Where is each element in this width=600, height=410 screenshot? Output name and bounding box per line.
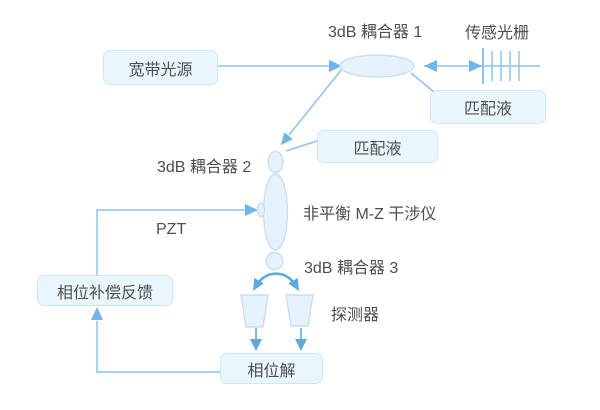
interferometer-label: 非平衡 M-Z 干涉仪	[303, 206, 437, 223]
coupler-3-label: 3dB 耦合器 3	[304, 260, 399, 277]
fiber-diagonal-line	[288, 68, 343, 136]
pzt-ring-icon	[256, 202, 266, 218]
matching-liquid-box-top: 匹配液	[430, 90, 546, 124]
pzt-label: PZT	[156, 221, 187, 238]
sensing-grating-label: 传感光栅	[465, 25, 530, 42]
interferometer-ellipse	[262, 173, 289, 251]
fiber-diagonal-line	[410, 72, 435, 93]
detector-right-icon	[285, 294, 314, 327]
feedback-return-line	[96, 321, 220, 373]
arrow-up-icon	[91, 307, 103, 320]
coupler-3-circle	[265, 251, 284, 271]
phase-compensation-feedback-box: 相位补偿反馈	[37, 275, 173, 306]
fiber-short-line	[285, 140, 318, 152]
arrow-right-icon	[469, 60, 482, 72]
matching-liquid-box-mid: 匹配液	[317, 130, 438, 163]
feedback-drive-line	[96, 209, 246, 275]
detector-left-icon	[240, 294, 269, 328]
coupler-2-label: 3dB 耦合器 2	[157, 159, 252, 176]
phase-demodulation-box: 相位解	[220, 353, 323, 384]
coupler-2-ellipse	[267, 150, 284, 174]
arrow-downleft-icon	[253, 277, 264, 291]
coupler-1-label: 3dB 耦合器 1	[328, 24, 423, 41]
arrow-right-icon	[245, 204, 258, 216]
arrow-down-icon	[295, 339, 307, 351]
detector-label: 探测器	[331, 307, 380, 324]
arrow-right-icon	[329, 60, 342, 72]
broadband-source-box: 宽带光源	[103, 50, 218, 85]
fiber-grating-icon	[482, 48, 520, 84]
coupler-1-ellipse	[339, 54, 415, 78]
arrow-downright-icon	[288, 277, 299, 291]
arrow-left-icon	[424, 60, 437, 72]
arrow-down-icon	[250, 339, 262, 351]
arrow-downleft-icon	[281, 132, 293, 145]
